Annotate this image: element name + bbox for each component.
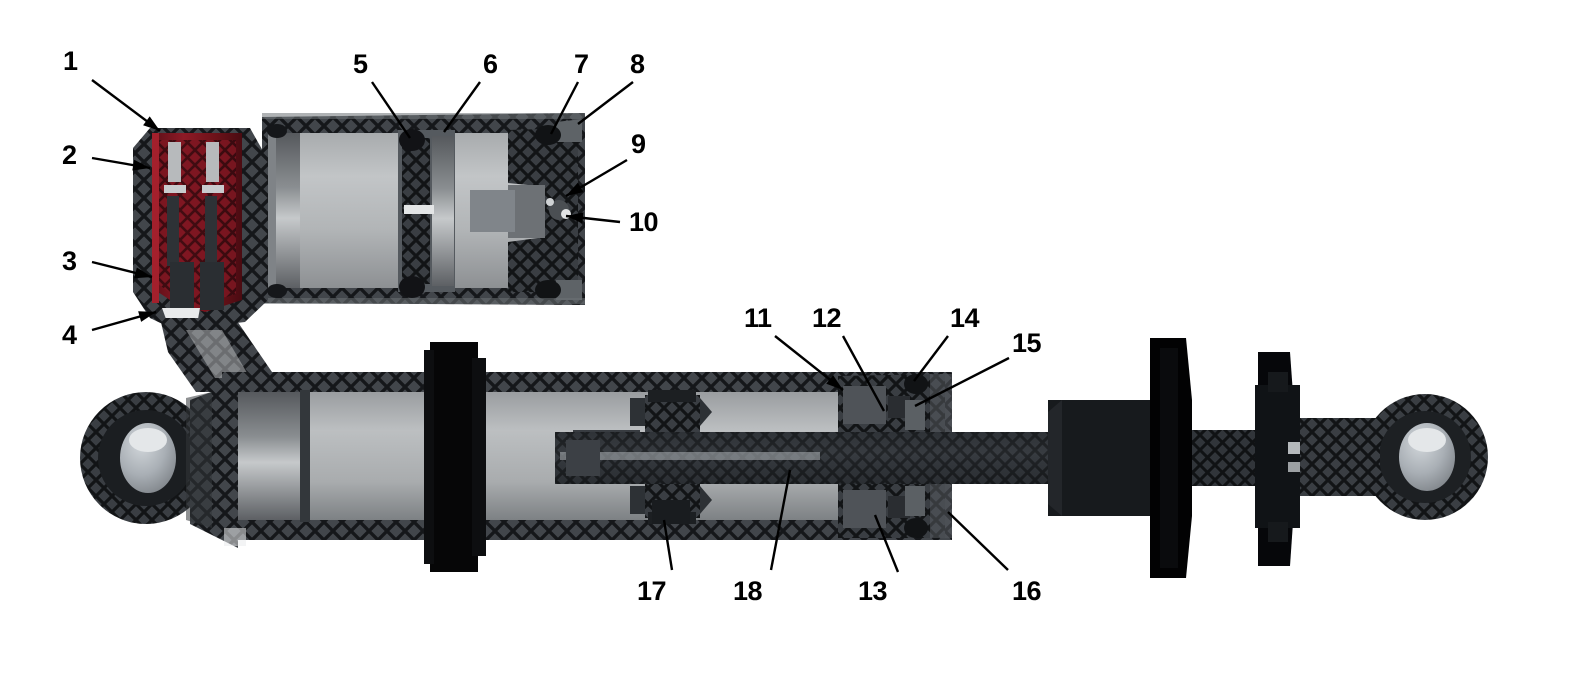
leader-line-16 [947, 511, 1009, 571]
end-cap-oring-lower [904, 518, 928, 538]
callout-label-16: 16 [1012, 576, 1042, 606]
piston-nut [652, 500, 690, 524]
leader-line-6 [443, 81, 481, 133]
leader-arrow-2 [132, 159, 150, 171]
callout-label-10: 10 [629, 207, 659, 237]
callout-label-7: 7 [574, 49, 589, 79]
cylinder-left-lip [300, 390, 310, 522]
leader-line-14 [913, 335, 949, 382]
leader-line-13 [873, 514, 900, 573]
rod-guide-bushing [905, 400, 925, 430]
rod-left-tip [566, 440, 600, 476]
bump-stop-chamfer [1048, 400, 1062, 516]
accumulator-assembly [262, 113, 585, 305]
valve-piston-right [200, 262, 224, 310]
floating-piston-skirt [432, 136, 454, 286]
gas-valve-seat [546, 198, 554, 206]
right-eye-mount [1192, 372, 1488, 542]
bracket-shading [186, 392, 212, 528]
callout-label-4: 4 [62, 320, 77, 350]
cylinder-left-seat [236, 392, 300, 520]
accumulator-bottom-rim [262, 298, 585, 304]
lower-rod-seal [888, 496, 910, 518]
piston-band-top [648, 390, 696, 402]
bump-stop-sleeve [1048, 400, 1150, 516]
collar-shoulder-right [472, 358, 486, 556]
accumulator-piston-oring-top [399, 129, 425, 151]
leader-line-12 [841, 335, 886, 412]
accumulator-sleeve-edge [268, 130, 276, 292]
floating-piston-groove [404, 205, 434, 214]
callout-label-6: 6 [483, 49, 498, 79]
valve-edge-highlight [152, 133, 159, 303]
callout-label-13: 13 [858, 576, 888, 606]
accumulator-floating-piston [398, 129, 455, 298]
callout-label-18: 18 [733, 576, 763, 606]
callout-label-2: 2 [62, 140, 77, 170]
callout-arrowheads [132, 116, 843, 390]
leader-line-5 [371, 81, 411, 139]
end-cap-oring-top [535, 125, 561, 145]
valve-bore-right [206, 142, 219, 182]
callout-label-1: 1 [63, 46, 78, 76]
collar-tab-bottom [1268, 522, 1288, 542]
end-cap-oring-upper [904, 374, 928, 394]
left-eye-mount [80, 382, 246, 548]
callout-label-11: 11 [744, 303, 772, 333]
leader-line-17 [662, 519, 674, 571]
valve-stem-right [205, 196, 217, 266]
cap-retainer-lower [556, 280, 582, 300]
accumulator-left-sleeve [272, 133, 300, 288]
leader-arrow-4 [138, 311, 156, 322]
cap-retainer [556, 119, 582, 142]
leader-arrow-3 [134, 267, 152, 279]
leader-line-15 [914, 356, 1010, 408]
leader-line-8 [577, 81, 634, 125]
callout-label-14: 14 [950, 303, 980, 333]
rod-centerline-highlight [560, 452, 820, 460]
accumulator-left-oring-bottom [267, 284, 287, 298]
end-cap-boss [470, 190, 515, 232]
accumulator-top-rim [262, 113, 585, 119]
rod-seal-housing [888, 396, 910, 418]
callout-label-3: 3 [62, 246, 77, 276]
bearing-bore-right [1408, 428, 1446, 452]
callout-label-5: 5 [353, 49, 368, 79]
valve-shim-left [164, 185, 186, 193]
leader-arrow-1 [143, 116, 160, 131]
leader-line-18 [769, 469, 792, 571]
valve-stem-left [167, 196, 179, 266]
collar-shoulder-left [424, 350, 434, 564]
accumulator-end-cap [470, 119, 582, 300]
bearing-bore-left [129, 428, 167, 452]
leader-line-7 [549, 81, 580, 135]
leader-arrow-10 [566, 212, 584, 224]
rod-collar [1255, 385, 1300, 528]
leader-arrow-9 [566, 182, 584, 196]
flange-rib [1160, 348, 1178, 568]
eye-neck-right [1300, 418, 1380, 496]
callout-label-17: 17 [637, 576, 667, 606]
bracket-notch [224, 528, 246, 546]
end-cap-inner-face [508, 185, 545, 238]
callout-label-12: 12 [812, 303, 842, 333]
end-cap-oring-bottom [535, 280, 561, 300]
valve-bore-left [168, 142, 181, 182]
collar-tab-top [1268, 372, 1288, 392]
leader-arrow-11 [826, 375, 843, 390]
rod-guide-bushing-lower [905, 486, 925, 516]
valve-piston-left [170, 262, 194, 310]
callout-label-8: 8 [630, 49, 645, 79]
valve-shim-right [202, 185, 224, 193]
accumulator-piston-oring-bottom [399, 276, 425, 298]
rod-guide-shoulder-lower [843, 490, 886, 528]
compression-valve-block [133, 128, 268, 330]
cylinder-mount-collar [430, 342, 478, 572]
accumulator-left-oring-top [267, 124, 287, 138]
callout-label-9: 9 [631, 129, 646, 159]
neck-passage [186, 330, 250, 378]
callout-label-15: 15 [1012, 328, 1042, 358]
